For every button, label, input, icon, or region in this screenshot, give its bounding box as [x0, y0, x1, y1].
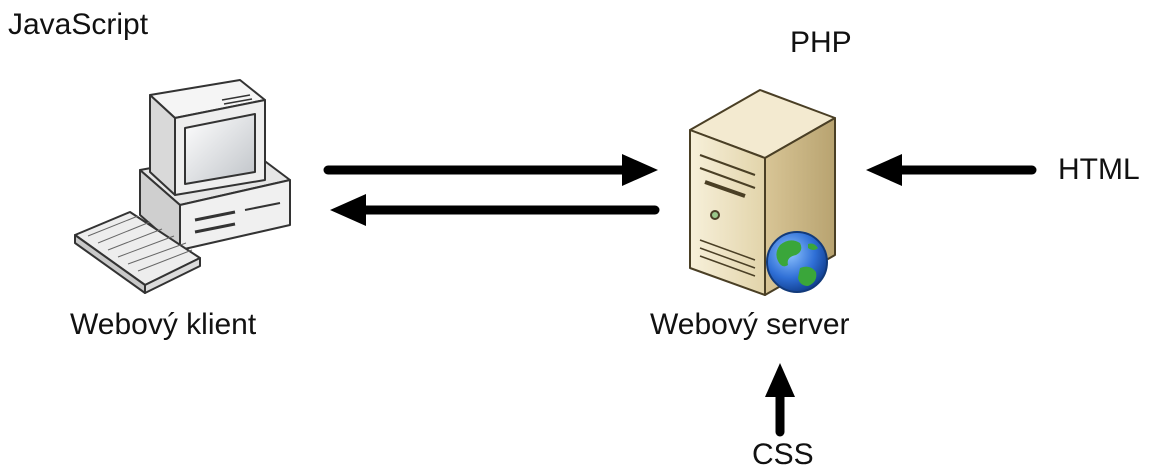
- globe-icon: [766, 231, 828, 293]
- html-input-label: HTML: [1058, 153, 1140, 186]
- css-input-arrow: [765, 363, 795, 437]
- client-name-label: Webový klient: [70, 308, 257, 341]
- client-language-label: JavaScript: [8, 8, 149, 41]
- html-input-arrow: [866, 154, 1037, 186]
- server-name-label: Webový server: [650, 308, 850, 341]
- server-language-label: PHP: [790, 26, 852, 59]
- request-arrow: [323, 154, 658, 186]
- css-input-label: CSS: [752, 438, 814, 471]
- desktop-computer-icon: [74, 79, 291, 294]
- response-arrow: [330, 194, 660, 226]
